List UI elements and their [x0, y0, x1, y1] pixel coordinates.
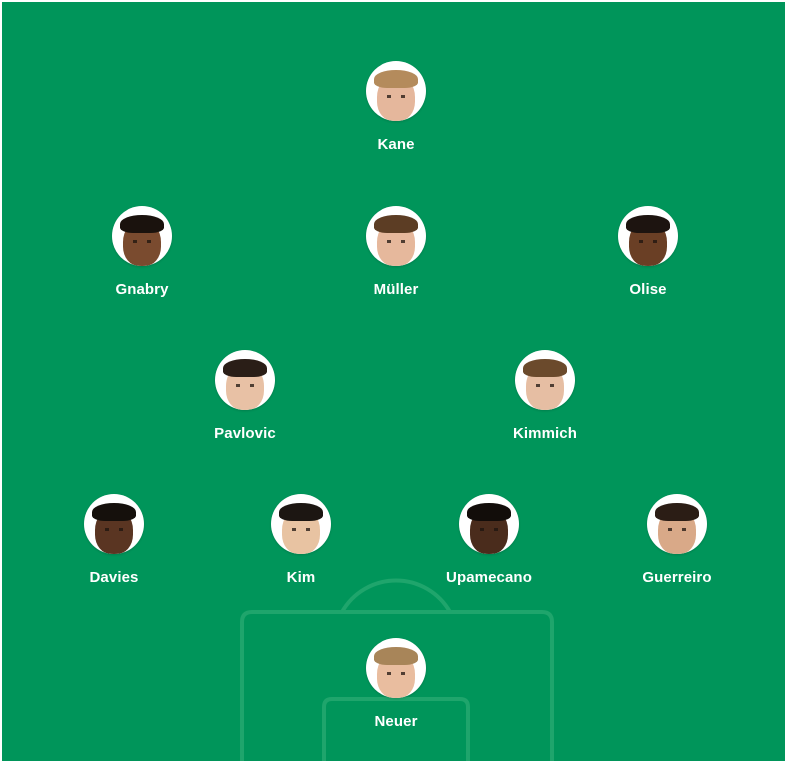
player-photo [626, 215, 670, 266]
penalty-arc [340, 578, 452, 613]
player-name: Neuer [374, 713, 418, 730]
player-name: Kimmich [512, 425, 578, 442]
player-avatar[interactable] [366, 61, 426, 121]
player-avatar[interactable] [618, 206, 678, 266]
player-card-pavlovic[interactable]: Pavlovic [175, 350, 315, 442]
player-photo [374, 215, 418, 266]
player-card-kim[interactable]: Kim [231, 494, 371, 586]
player-avatar[interactable] [647, 494, 707, 554]
player-photo [120, 215, 164, 266]
player-card-davies[interactable]: Davies [44, 494, 184, 586]
player-avatar[interactable] [459, 494, 519, 554]
player-avatar[interactable] [84, 494, 144, 554]
player-photo [374, 647, 418, 698]
penalty-box [240, 610, 554, 761]
player-card-gnabry[interactable]: Gnabry [72, 206, 212, 298]
player-photo [374, 70, 418, 121]
player-card-kimmich[interactable]: Kimmich [475, 350, 615, 442]
player-card-muller[interactable]: Müller [326, 206, 466, 298]
player-photo [223, 359, 267, 410]
player-card-upamecano[interactable]: Upamecano [419, 494, 559, 586]
player-name: Davies [89, 569, 139, 586]
player-photo [523, 359, 567, 410]
player-avatar[interactable] [366, 638, 426, 698]
player-avatar[interactable] [215, 350, 275, 410]
player-avatar[interactable] [515, 350, 575, 410]
player-card-guerreiro[interactable]: Guerreiro [607, 494, 747, 586]
player-name: Guerreiro [642, 569, 712, 586]
player-card-neuer[interactable]: Neuer [326, 638, 466, 730]
player-photo [467, 503, 511, 554]
player-name: Kane [377, 136, 415, 153]
player-avatar[interactable] [366, 206, 426, 266]
player-name: Gnabry [115, 281, 169, 298]
player-photo [92, 503, 136, 554]
player-card-olise[interactable]: Olise [578, 206, 718, 298]
player-photo [279, 503, 323, 554]
goal-box [322, 697, 470, 761]
player-name: Pavlovic [214, 425, 276, 442]
player-photo [655, 503, 699, 554]
player-avatar[interactable] [271, 494, 331, 554]
player-name: Olise [629, 281, 667, 298]
player-name: Upamecano [446, 569, 532, 586]
player-card-kane[interactable]: Kane [326, 61, 466, 153]
player-avatar[interactable] [112, 206, 172, 266]
player-name: Müller [373, 281, 419, 298]
player-name: Kim [286, 569, 316, 586]
